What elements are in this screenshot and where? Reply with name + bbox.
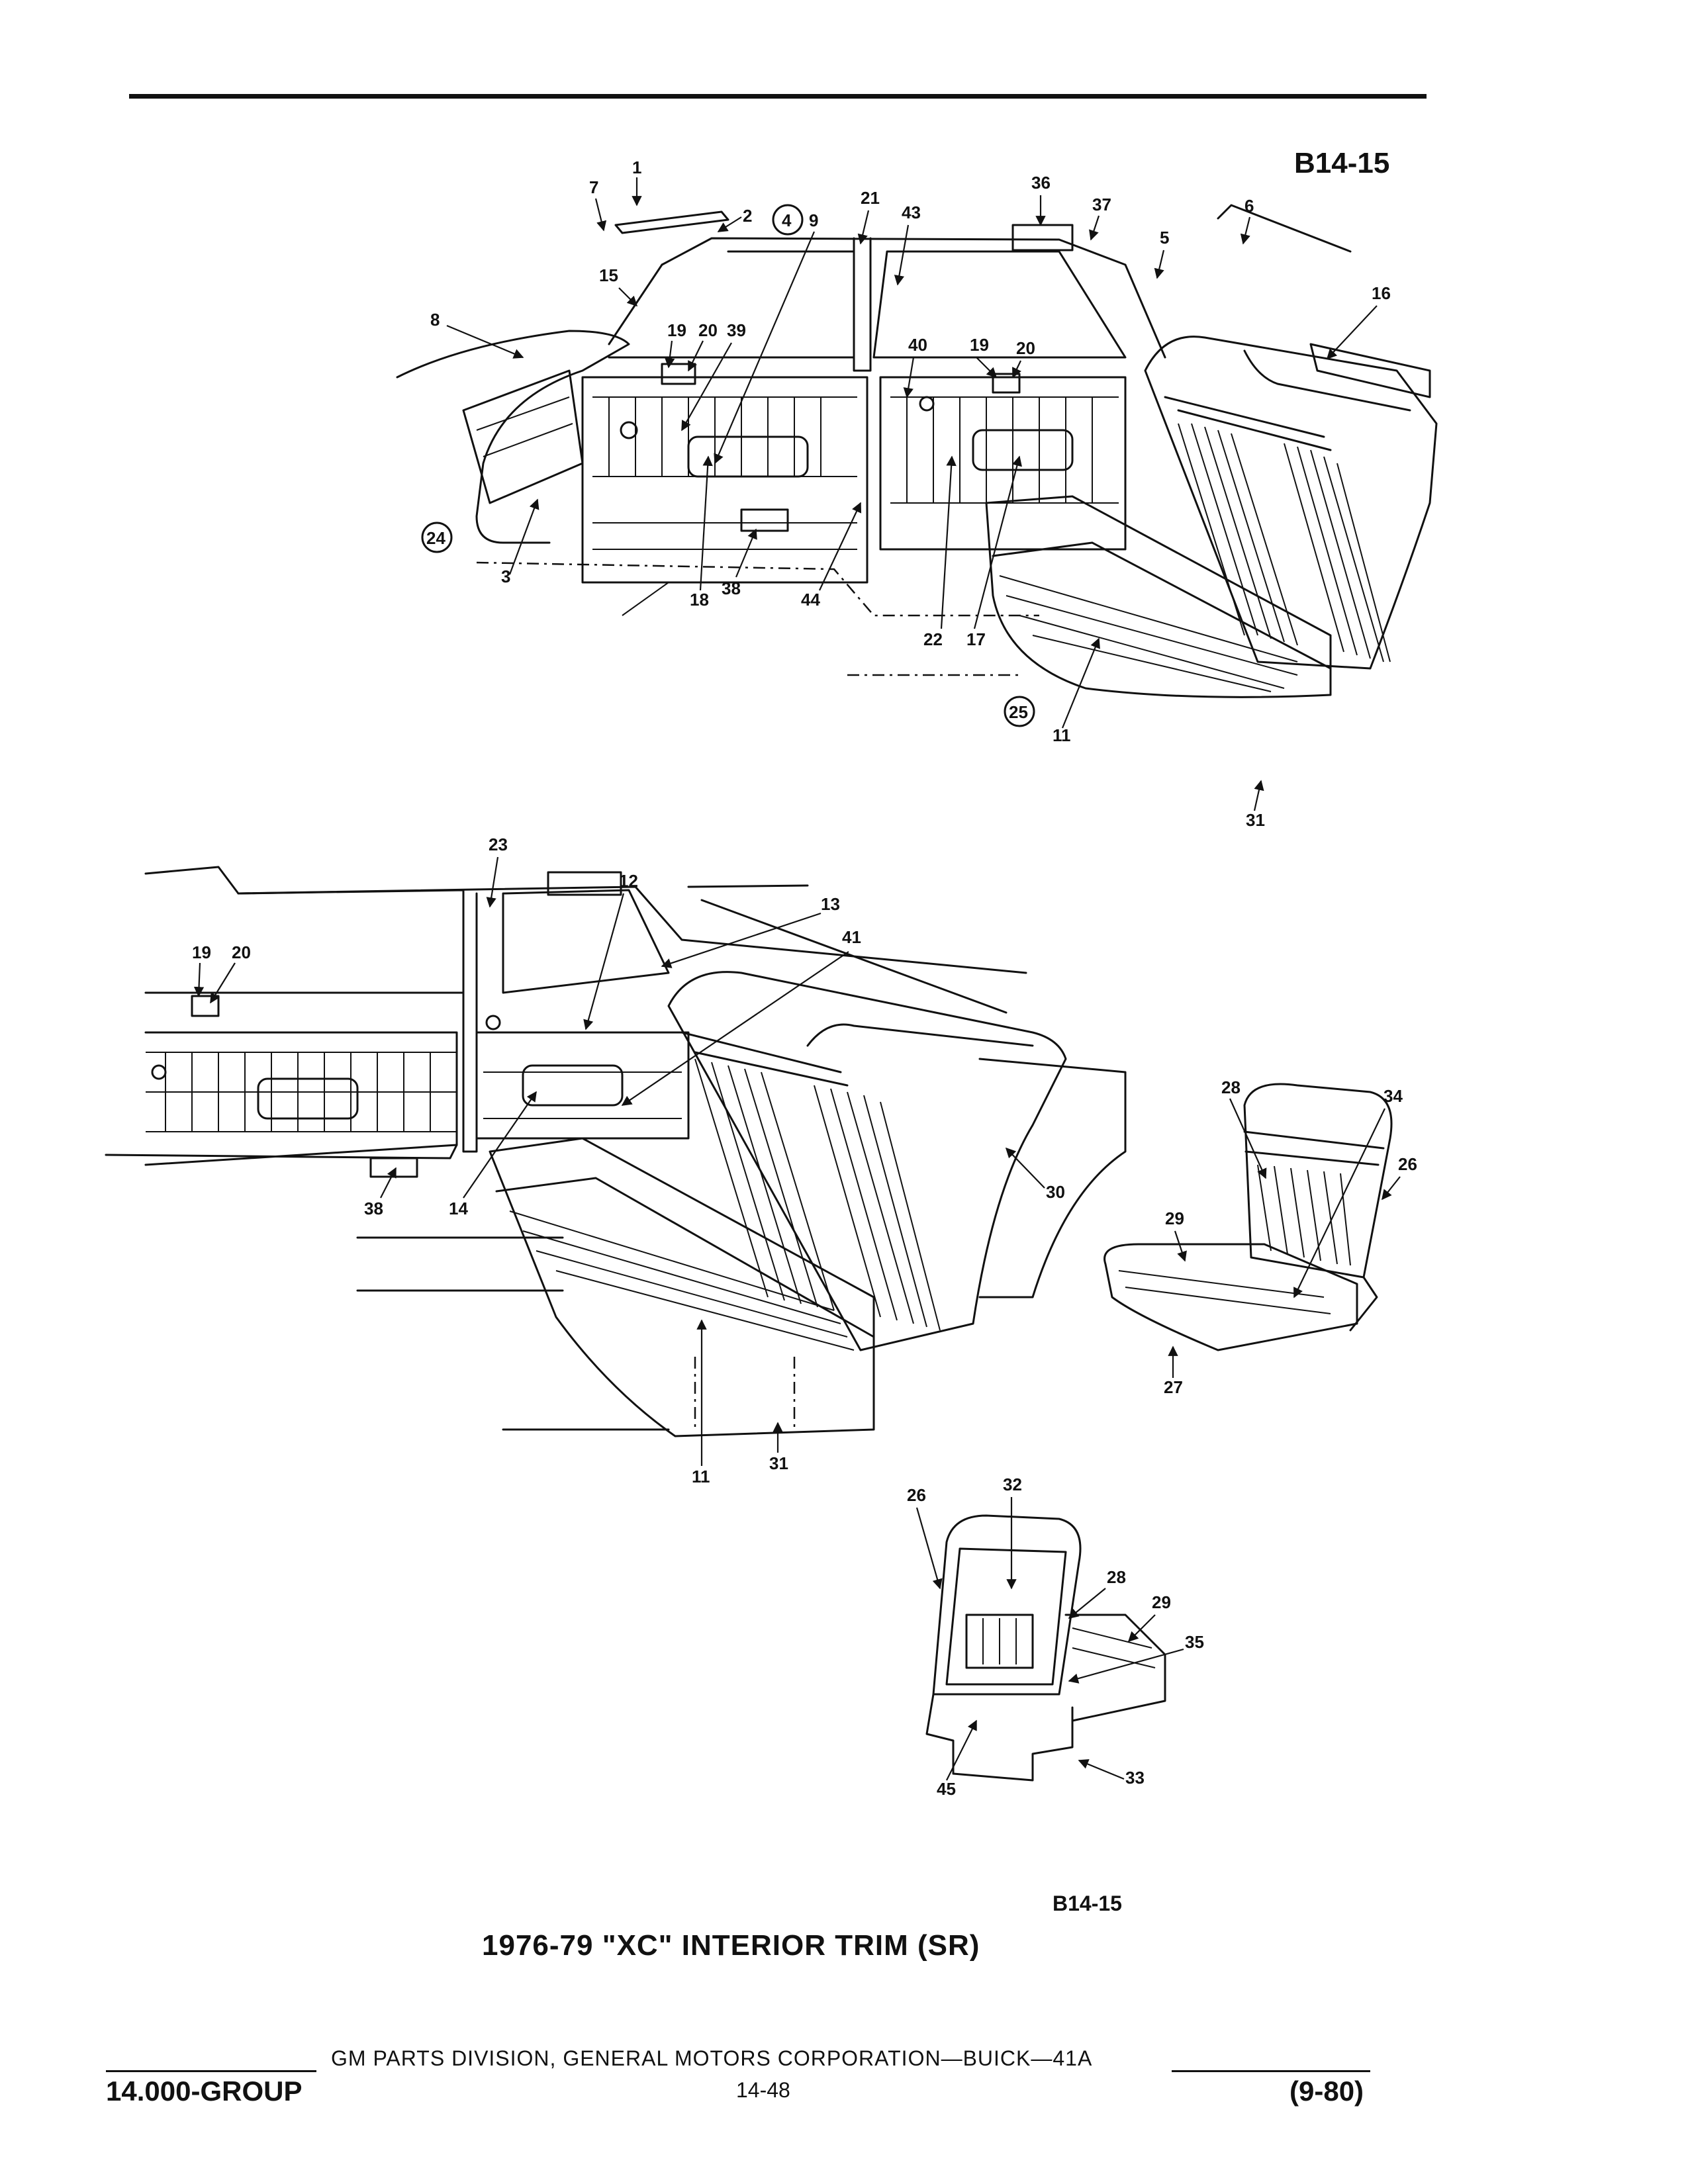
callout-21: 21 bbox=[861, 188, 880, 208]
callout-44: 44 bbox=[801, 590, 820, 610]
callout-38a: 38 bbox=[722, 578, 741, 598]
callout-31b: 31 bbox=[769, 1453, 788, 1473]
callout-13: 13 bbox=[821, 894, 840, 914]
callout-6: 6 bbox=[1244, 196, 1254, 216]
callout-19a: 19 bbox=[667, 320, 686, 340]
callout-24: 24 bbox=[426, 528, 445, 548]
footer-date: (9-80) bbox=[1289, 2075, 1364, 2107]
callout-17: 17 bbox=[966, 629, 986, 649]
figure-code-top: B14-15 bbox=[1294, 147, 1390, 179]
callout-34: 34 bbox=[1383, 1086, 1403, 1106]
callout-20a: 20 bbox=[698, 320, 718, 340]
callout-41: 41 bbox=[842, 927, 861, 947]
footer-group: 14.000-GROUP bbox=[106, 2075, 303, 2107]
callout-20b: 20 bbox=[1016, 338, 1035, 358]
top-rule bbox=[129, 94, 1427, 99]
callout-39: 39 bbox=[727, 320, 746, 340]
callout-12: 12 bbox=[619, 871, 638, 891]
callout-19c: 19 bbox=[192, 942, 211, 962]
bucket-seat-view bbox=[1103, 1083, 1393, 1351]
middle-view-callouts: 23 12 13 41 19 20 38 14 30 11 31 bbox=[192, 835, 1065, 1486]
callout-14: 14 bbox=[449, 1199, 468, 1218]
callout-2: 2 bbox=[743, 206, 752, 226]
callout-9: 9 bbox=[809, 210, 818, 230]
circled-callout-25 bbox=[1004, 696, 1035, 727]
top-view-callouts: 1 7 2 4 9 21 43 36 37 6 5 15 8 bbox=[421, 158, 1391, 830]
callout-16: 16 bbox=[1372, 283, 1391, 303]
callout-26b: 26 bbox=[907, 1485, 926, 1505]
callout-4: 4 bbox=[782, 210, 792, 230]
callout-22: 22 bbox=[923, 629, 943, 649]
callout-43: 43 bbox=[902, 203, 921, 222]
callout-30: 30 bbox=[1046, 1182, 1065, 1202]
callout-29a: 29 bbox=[1165, 1208, 1184, 1228]
callout-7: 7 bbox=[589, 177, 598, 197]
callout-37: 37 bbox=[1092, 195, 1111, 214]
callout-28b: 28 bbox=[1107, 1567, 1126, 1587]
callout-31a: 31 bbox=[1246, 810, 1265, 830]
callout-27: 27 bbox=[1164, 1377, 1183, 1397]
figure-code-bottom: B14-15 bbox=[1053, 1891, 1122, 1915]
callout-26a: 26 bbox=[1398, 1154, 1417, 1174]
callout-33: 33 bbox=[1125, 1768, 1145, 1788]
callout-20c: 20 bbox=[232, 942, 251, 962]
callout-38b: 38 bbox=[364, 1199, 383, 1218]
callout-15: 15 bbox=[599, 265, 618, 285]
callout-19b: 19 bbox=[970, 335, 989, 355]
figure-caption: 1976-79 "XC" INTERIOR TRIM (SR) bbox=[482, 1929, 980, 1962]
circled-callout-4 bbox=[772, 204, 804, 236]
footer-rule-left bbox=[106, 2070, 316, 2072]
callout-18: 18 bbox=[690, 590, 709, 610]
callout-11b: 11 bbox=[692, 1467, 710, 1486]
footer-page-number: 14-48 bbox=[736, 2078, 790, 2102]
callout-23: 23 bbox=[489, 835, 508, 854]
callout-3: 3 bbox=[501, 567, 510, 586]
callout-29b: 29 bbox=[1152, 1592, 1171, 1612]
callout-28a: 28 bbox=[1221, 1077, 1241, 1097]
callout-32: 32 bbox=[1003, 1475, 1022, 1494]
circled-callout-24 bbox=[421, 522, 453, 553]
callout-36: 36 bbox=[1031, 173, 1051, 193]
callout-35: 35 bbox=[1185, 1632, 1204, 1652]
callout-1: 1 bbox=[632, 158, 641, 177]
callout-5: 5 bbox=[1160, 228, 1169, 248]
callout-8: 8 bbox=[430, 310, 440, 330]
callout-11a: 11 bbox=[1053, 725, 1071, 745]
bucket-seat-callouts: 28 34 26 29 27 bbox=[1164, 1077, 1417, 1397]
middle-vehicle-interior-view bbox=[105, 866, 1127, 1437]
callout-45: 45 bbox=[937, 1779, 956, 1799]
footer-rule-right bbox=[1172, 2070, 1370, 2072]
footer-publisher: GM PARTS DIVISION, GENERAL MOTORS CORPOR… bbox=[331, 2046, 1093, 2070]
top-vehicle-interior-view bbox=[396, 204, 1438, 698]
callout-25: 25 bbox=[1009, 702, 1028, 722]
bucket-seat-rear-view bbox=[925, 1514, 1166, 1782]
bucket-seat-rear-callouts: 26 32 28 29 35 33 45 bbox=[907, 1475, 1204, 1799]
callout-40: 40 bbox=[908, 335, 927, 355]
